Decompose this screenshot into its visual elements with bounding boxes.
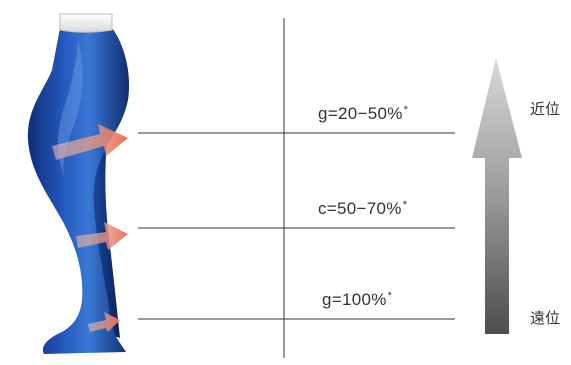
thigh-highlight: [58, 40, 83, 176]
level-lines: [138, 132, 455, 320]
pressure-label-3: g=100%*: [322, 290, 393, 309]
compression-arrow-thigh: [52, 124, 128, 160]
compression-arrow-calf: [76, 222, 128, 250]
stocking-legs-illustration: [27, 13, 130, 354]
waistband: [59, 13, 113, 33]
front-leg-shape: [27, 28, 130, 354]
compression-arrow-ankle: [88, 312, 120, 332]
pressure-label-1: g=20−50%*: [318, 104, 409, 123]
gradient-direction-arrow: [472, 58, 522, 334]
distal-label: 遠位: [530, 310, 561, 327]
proximal-label: 近位: [530, 101, 561, 118]
pressure-label-2: c=50−70%*: [318, 199, 408, 218]
compression-arrows: [52, 124, 128, 332]
